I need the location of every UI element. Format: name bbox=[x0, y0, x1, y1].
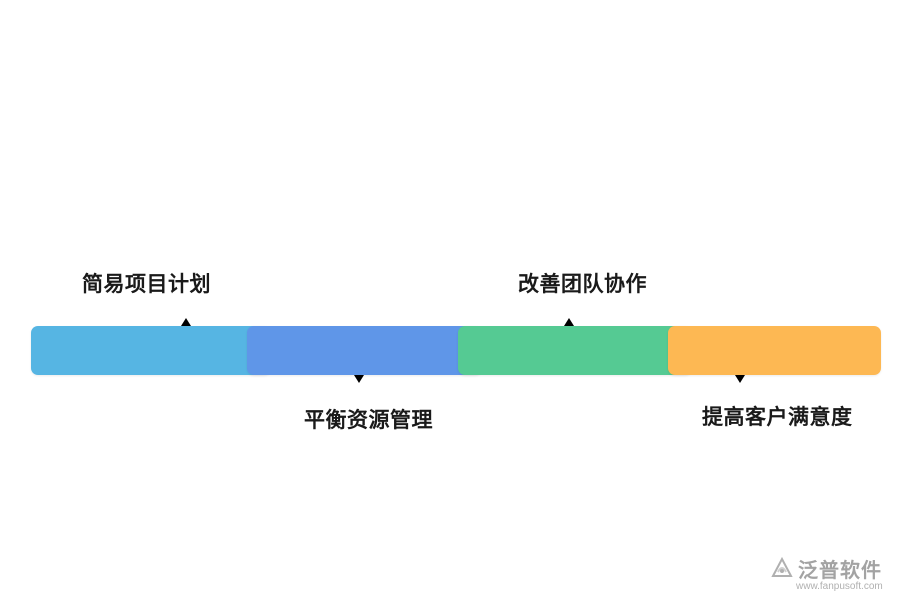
fanpu-logo-icon bbox=[771, 556, 793, 577]
pointer-up-icon bbox=[564, 318, 574, 326]
watermark-brand: 泛普软件 bbox=[798, 558, 882, 582]
step-label-1: 简易项目计划 bbox=[82, 272, 211, 296]
timeline-segment-4 bbox=[668, 326, 881, 375]
step-label-4: 提高客户满意度 bbox=[702, 405, 853, 429]
watermark-url: www.fanpusoft.com bbox=[796, 581, 883, 592]
pointer-down-icon bbox=[354, 375, 364, 383]
watermark: 泛普软件 www.fanpusoft.com bbox=[770, 553, 894, 595]
pointer-up-icon bbox=[181, 318, 191, 326]
step-label-2: 平衡资源管理 bbox=[304, 408, 433, 432]
timeline-segment-3 bbox=[458, 326, 692, 375]
timeline-segment-2 bbox=[247, 326, 482, 375]
timeline-segment-1 bbox=[31, 326, 271, 375]
step-label-3: 改善团队协作 bbox=[518, 272, 647, 296]
pointer-down-icon bbox=[735, 375, 745, 383]
